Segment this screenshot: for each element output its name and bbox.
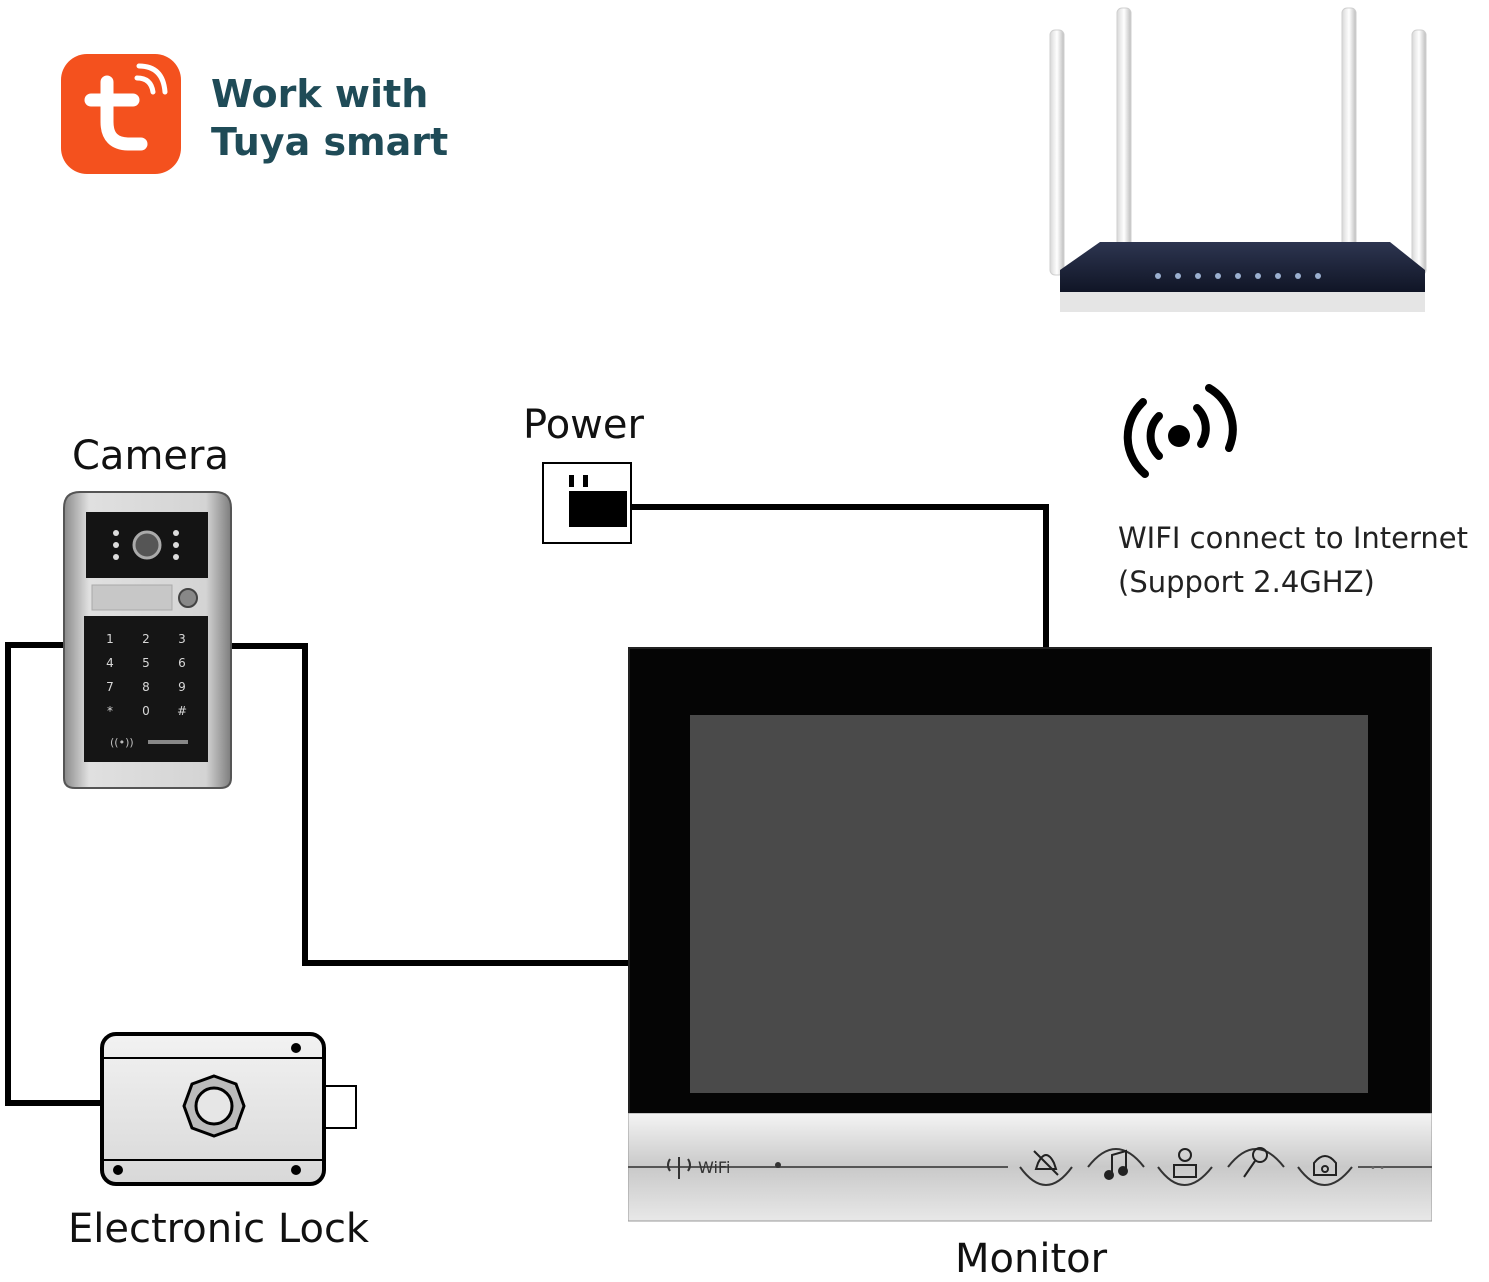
- camera-lens-icon: [132, 530, 162, 560]
- keypad-key: 7: [106, 680, 114, 694]
- router-body: [1060, 242, 1425, 292]
- speaker-grille: [91, 584, 173, 611]
- camera-label: Camera: [72, 433, 229, 479]
- router-icon: [1049, 7, 1427, 312]
- keypad-key: 3: [178, 632, 186, 646]
- keypad-key: #: [177, 704, 187, 718]
- monitor-device: WiFi • •: [628, 647, 1432, 1227]
- camera-monitor-wire: [230, 643, 630, 966]
- keypad-key: 8: [142, 680, 150, 694]
- tuya-t-glyph: [84, 63, 168, 151]
- svg-text:• •: • •: [1370, 1163, 1385, 1174]
- user-button[interactable]: [1157, 1166, 1213, 1186]
- wifi-signal-icon: [1123, 384, 1237, 478]
- camera-lock-wire: [5, 642, 102, 1106]
- phone-icon: [1313, 1155, 1337, 1176]
- mute-bell-button[interactable]: [1019, 1166, 1073, 1186]
- keypad-key: 1: [106, 632, 114, 646]
- router-leds: [1155, 273, 1321, 279]
- monitor-control-panel: WiFi • •: [628, 1113, 1432, 1222]
- keypad-key: 5: [142, 656, 150, 670]
- brand-title: Work with Tuya smart: [211, 70, 448, 166]
- lock-bolt: [323, 1085, 357, 1129]
- mute-slash-icon: [1033, 1150, 1059, 1176]
- keypad-key: 9: [178, 680, 186, 694]
- power-label: Power: [523, 402, 644, 448]
- keypad-key: *: [107, 704, 113, 718]
- power-wire: [628, 504, 1049, 650]
- rfid-icon: ((•)): [110, 736, 134, 749]
- brand-line-1: Work with: [211, 72, 429, 116]
- keypad-key: 6: [178, 656, 186, 670]
- key-icon: [1252, 1147, 1268, 1163]
- keypad-key: 0: [142, 704, 150, 718]
- phone-button[interactable]: [1297, 1166, 1353, 1186]
- mute-bell-icon: [1034, 1154, 1058, 1170]
- tuya-logo-icon: [61, 54, 181, 174]
- brand-line-2: Tuya smart: [211, 120, 449, 164]
- lock-label: Electronic Lock: [68, 1206, 370, 1252]
- music-button[interactable]: [1087, 1148, 1145, 1168]
- keypad-panel: [84, 616, 208, 762]
- wifi-caption-line-2: (Support 2.4GHZ): [1118, 565, 1375, 599]
- keypad-key: 4: [106, 656, 114, 670]
- power-adapter-icon: [542, 462, 632, 544]
- wifi-indicator-icon: [667, 1157, 691, 1179]
- user-icon: [1178, 1148, 1192, 1162]
- camera-device: 1 2 3 4 5 6 7 8 9 * 0 # ((•)): [63, 491, 232, 789]
- monitor-wifi-label: WiFi: [698, 1158, 730, 1177]
- lock-cylinder-icon: [182, 1074, 246, 1138]
- router-base: [1060, 292, 1425, 312]
- wifi-caption-line-1: WIFI connect to Internet: [1118, 521, 1468, 555]
- monitor-label: Monitor: [955, 1236, 1108, 1282]
- keypad-key: 2: [142, 632, 150, 646]
- antenna-1: [1049, 29, 1065, 276]
- music-note-icon: [1111, 1149, 1127, 1175]
- electronic-lock-device: [100, 1032, 357, 1186]
- monitor-screen: [690, 715, 1368, 1093]
- wifi-caption: WIFI connect to Internet (Support 2.4GHZ…: [1118, 516, 1468, 604]
- call-button-icon: [178, 588, 198, 608]
